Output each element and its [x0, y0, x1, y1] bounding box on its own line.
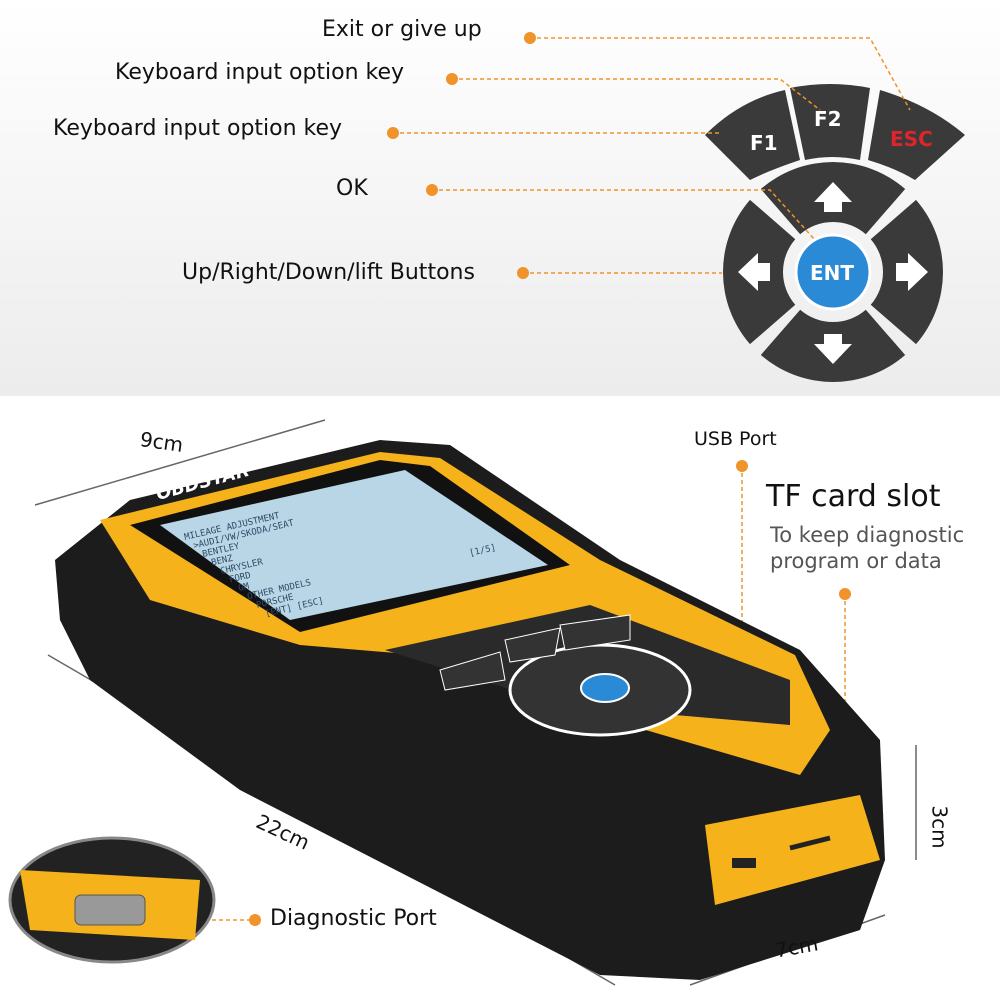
f2-key-label: F2: [814, 107, 842, 131]
callout-dots: [249, 32, 851, 926]
callout-arrows: Up/Right/Down/lift Buttons: [182, 260, 475, 285]
callout-f1: Keyboard input option key: [53, 116, 343, 141]
usb-port: [732, 858, 756, 868]
callout-diagnostic-port: Diagnostic Port: [270, 906, 437, 931]
screen-line: FORD: [228, 571, 251, 586]
diagnostic-port-inset: [8, 836, 216, 964]
screen-line: BENZ: [210, 554, 234, 569]
screen-line: GM: [237, 582, 250, 594]
callout-esc: Exit or give up: [322, 17, 482, 42]
callout-ok: OK: [336, 176, 368, 201]
ent-key: [794, 233, 872, 311]
tf-desc-line: program or data: [770, 549, 942, 573]
tf-desc-line: To keep diagnostic: [770, 523, 965, 547]
esc-key: [868, 90, 965, 180]
arrow-up-icon: [814, 182, 852, 212]
ent-key-label: ENT: [810, 261, 854, 285]
tf-card-slot: [789, 835, 831, 851]
esc-key-label: ESC: [890, 127, 933, 151]
arrow-right-icon: [896, 253, 928, 291]
arrow-left-icon: [738, 253, 770, 291]
dim-height: 3cm: [927, 805, 952, 849]
device-screen: [160, 470, 548, 620]
callout-f2: Keyboard input option key: [115, 60, 405, 85]
device-port-panel: [705, 795, 880, 905]
callout-usb: USB Port: [694, 428, 777, 450]
keypad-large: F1 F2 ESC ENT: [705, 84, 965, 383]
callout-tf-title: TF card slot: [766, 479, 941, 514]
f1-key-label: F1: [750, 131, 778, 155]
arrow-down-icon: [814, 334, 852, 364]
f1-key: [705, 90, 800, 180]
